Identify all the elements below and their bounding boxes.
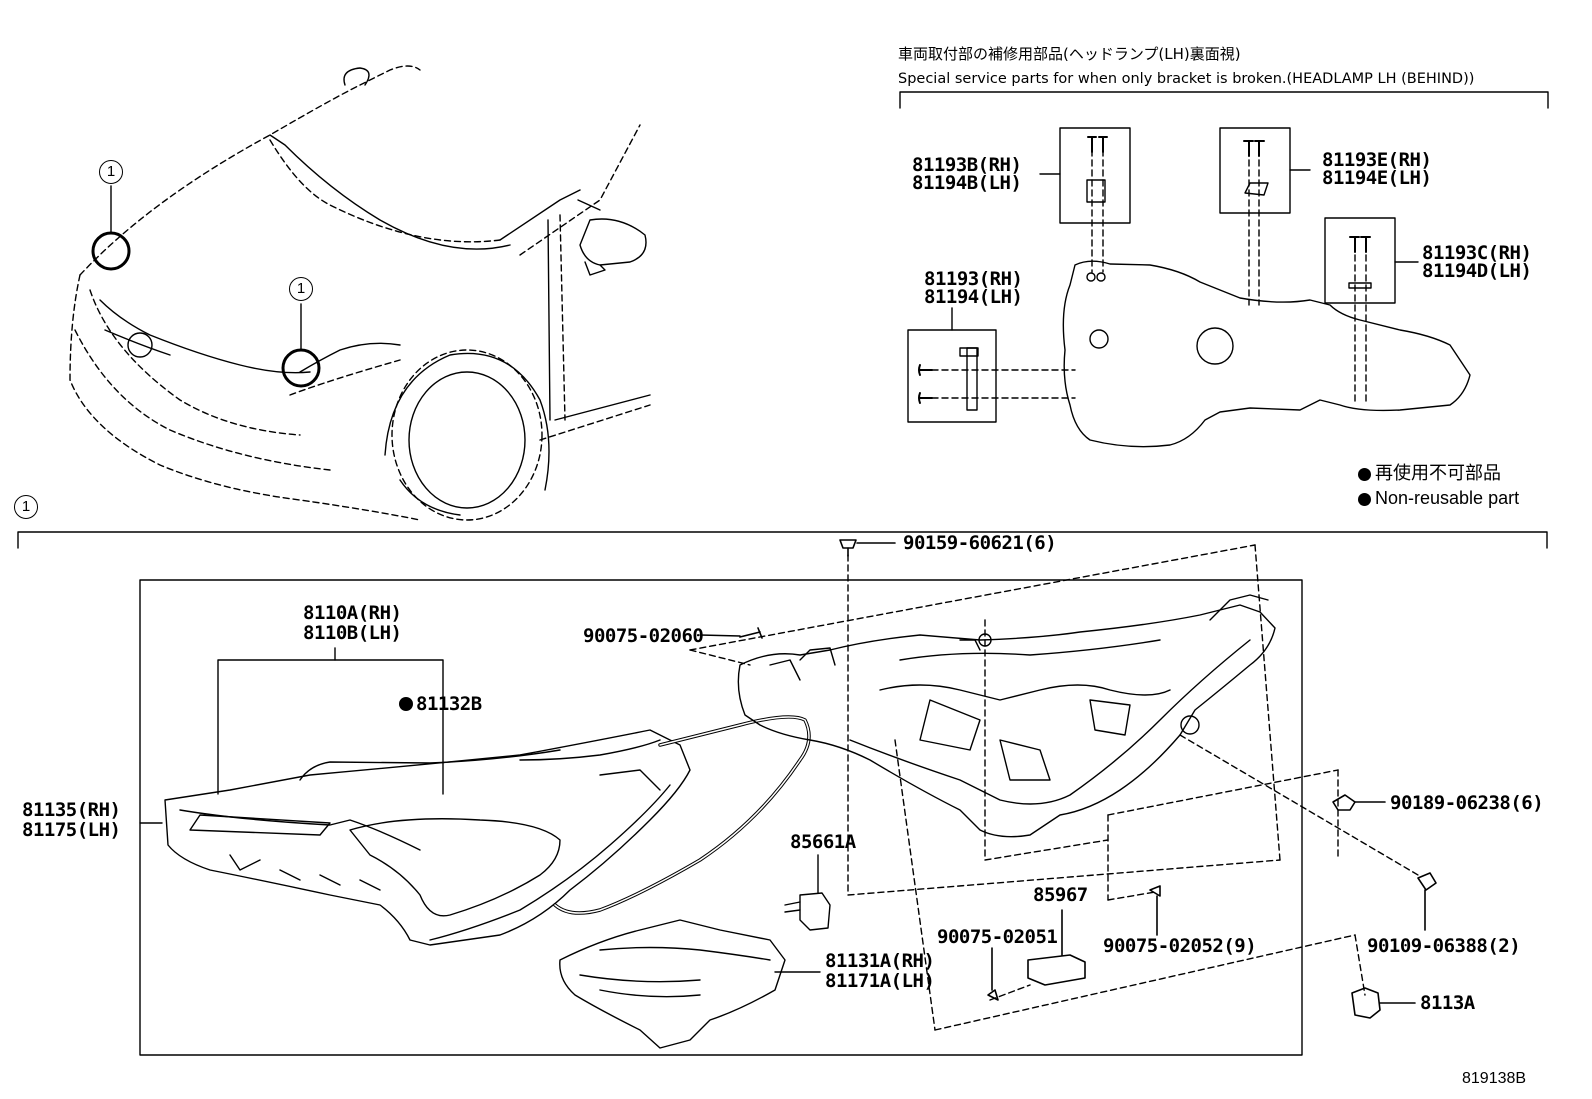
label-81193: 81193(RH) <box>924 268 1023 290</box>
label-90075-02051: 90075-02051 <box>937 926 1058 948</box>
legend-dot-icon <box>1358 492 1371 506</box>
label-81193B: 81193B(RH) <box>912 154 1022 176</box>
label-90075-02060: 90075-02060 <box>583 625 704 647</box>
legend-dot-icon <box>1358 467 1371 481</box>
label-90109-06388: 90109-06388(2) <box>1367 935 1521 957</box>
label-90075-02052: 90075-02052(9) <box>1103 935 1257 957</box>
callout-1-section: 1 <box>14 495 38 519</box>
label-81131A: 81131A(RH) <box>825 950 935 972</box>
legend-en: Non-reusable part <box>1358 487 1519 509</box>
service-title-en: Special service parts for when only brac… <box>898 71 1475 87</box>
callout-1-top: 1 <box>99 160 123 184</box>
headlamp-housing <box>737 594 1276 838</box>
label-90159-60621: 90159-60621(6) <box>903 532 1057 554</box>
label-81135: 81135(RH) <box>22 799 121 821</box>
headlamp-assembly <box>164 715 811 946</box>
label-81171A: 81171A(LH) <box>825 970 935 992</box>
service-title-jp: 車両取付部の補修用部品(ヘッドランプ(LH)裏面視) <box>898 45 1241 63</box>
label-8110B: 8110B(LH) <box>303 622 402 644</box>
callout-1-lower: 1 <box>289 277 313 301</box>
label-81194B: 81194B(LH) <box>912 172 1022 194</box>
part-85661A <box>784 854 831 931</box>
label-81194D: 81194D(LH) <box>1422 260 1532 282</box>
label-81193C: 81193C(RH) <box>1422 242 1532 264</box>
label-81132B: 81132B <box>416 693 482 715</box>
label-8113A: 8113A <box>1420 992 1475 1014</box>
label-81194: 81194(LH) <box>924 286 1023 308</box>
non-reusable-marker-icon <box>399 697 413 711</box>
main-parts-box <box>139 579 1303 1056</box>
car-front-illustration <box>69 65 651 521</box>
main-section-bracket <box>17 531 1548 549</box>
label-81193E: 81193E(RH) <box>1322 149 1432 171</box>
label-90189-06238: 90189-06238(6) <box>1390 792 1544 814</box>
label-85967: 85967 <box>1033 884 1088 906</box>
legend-jp: 再使用不可部品 <box>1358 462 1501 484</box>
label-81175: 81175(LH) <box>22 819 121 841</box>
label-81194E: 81194E(LH) <box>1322 167 1432 189</box>
label-85661A: 85661A <box>790 831 856 853</box>
part-81131A <box>559 919 821 1049</box>
assembly-leader-lines <box>689 544 1419 1031</box>
service-parts-section <box>899 91 1549 448</box>
label-8110A: 8110A(RH) <box>303 602 402 624</box>
diagram-id: 819138B <box>1462 1070 1527 1087</box>
